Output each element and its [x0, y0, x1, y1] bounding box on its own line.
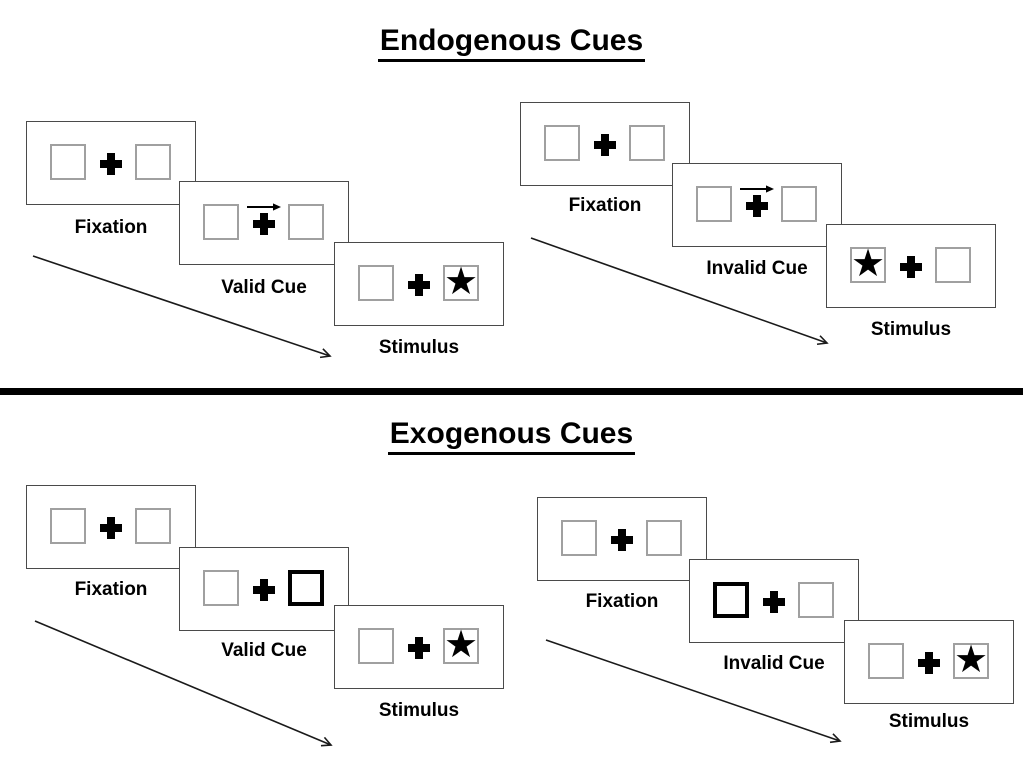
left-placeholder-box [50, 144, 86, 180]
left-placeholder-box [544, 125, 580, 161]
panel-label: Valid Cue [221, 640, 307, 661]
stimulus-screen: ★ [826, 224, 996, 308]
panel-label: Invalid Cue [706, 258, 808, 279]
fixation-cross-icon [253, 579, 275, 601]
left-target-box: ★ [850, 242, 886, 285]
right-placeholder-box [798, 582, 834, 618]
left-placeholder-box [696, 186, 732, 222]
left-placeholder-box [203, 570, 239, 606]
left-placeholder-box [203, 204, 239, 240]
right-target-box: ★ [443, 623, 479, 666]
exogenous-cue-box-right [288, 570, 324, 606]
panel-label: Stimulus [378, 700, 460, 721]
fixation-cross-icon [100, 517, 122, 539]
fixation-cross-icon [918, 652, 940, 674]
right-target-box: ★ [443, 260, 479, 303]
fixation-cross-icon [900, 256, 922, 278]
right-placeholder-box [135, 508, 171, 544]
endogenous-cue-arrow-icon [247, 203, 281, 211]
right-target-box: ★ [953, 638, 989, 681]
panel-label: Fixation [568, 195, 642, 216]
stimulus-screen: ★ [844, 620, 1014, 704]
panel-label: Stimulus [378, 337, 460, 358]
endogenous-cue-arrow-icon [740, 185, 774, 193]
right-placeholder-box [935, 247, 971, 283]
panel-label: Fixation [74, 217, 148, 238]
right-placeholder-box [135, 144, 171, 180]
left-placeholder-box [868, 643, 904, 679]
panel-label: Stimulus [888, 711, 970, 732]
left-placeholder-box [358, 628, 394, 664]
stimulus-screen: ★ [334, 242, 504, 326]
fixation-cross-icon [100, 153, 122, 175]
panel-label: Fixation [74, 579, 148, 600]
fixation-cross-icon [408, 637, 430, 659]
right-placeholder-box [288, 204, 324, 240]
fixation-cross-icon [594, 134, 616, 156]
fixation-cross-icon [763, 591, 785, 613]
exogenous-title-text: Exogenous Cues [387, 417, 636, 455]
fixation-cross-icon [408, 274, 430, 296]
cue-screen [672, 163, 842, 247]
fixation-screen [537, 497, 707, 581]
exogenous-section-title: Exogenous Cues [0, 417, 1023, 455]
fixation-screen [520, 102, 690, 186]
panel-label: Invalid Cue [723, 653, 825, 674]
stimulus-screen: ★ [334, 605, 504, 689]
target-star-icon: ★ [443, 260, 479, 303]
timeline-arrow-endogenous-invalid [530, 237, 829, 346]
timeline-arrow-endogenous-valid [32, 255, 332, 359]
target-star-icon: ★ [850, 242, 886, 285]
cue-screen [689, 559, 859, 643]
endogenous-title-text: Endogenous Cues [377, 24, 646, 62]
endogenous-section-title: Endogenous Cues [0, 24, 1023, 62]
fixation-cross-icon [253, 213, 275, 235]
cue-screen [179, 181, 349, 265]
exogenous-cue-box-left [713, 582, 749, 618]
cue-screen [179, 547, 349, 631]
target-star-icon: ★ [443, 623, 479, 666]
fixation-screen [26, 121, 196, 205]
fixation-cross-icon [746, 195, 768, 217]
panel-label: Fixation [585, 591, 659, 612]
section-divider [0, 388, 1023, 395]
panel-label: Valid Cue [221, 277, 307, 298]
target-star-icon: ★ [953, 638, 989, 681]
right-placeholder-box [646, 520, 682, 556]
left-placeholder-box [561, 520, 597, 556]
left-placeholder-box [358, 265, 394, 301]
right-placeholder-box [629, 125, 665, 161]
left-placeholder-box [50, 508, 86, 544]
fixation-cross-icon [611, 529, 633, 551]
panel-label: Stimulus [870, 319, 952, 340]
right-placeholder-box [781, 186, 817, 222]
fixation-screen [26, 485, 196, 569]
